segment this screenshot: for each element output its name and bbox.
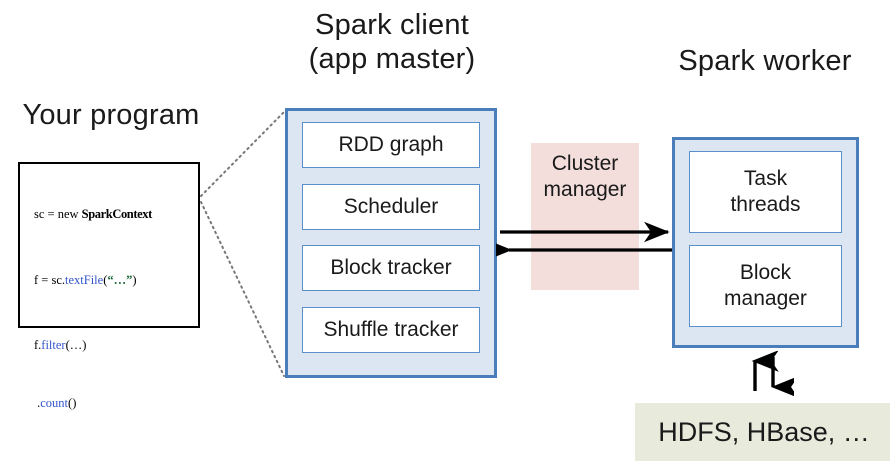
- client-component-rdd-graph[interactable]: RDD graph: [302, 122, 480, 168]
- worker-storage-arrows: [751, 351, 794, 398]
- your-program-heading: Your program: [22, 99, 200, 131]
- your-program-code: sc = new SparkContext f = sc.textFile(“……: [34, 182, 194, 469]
- code-line-1-prefix: sc = new: [34, 207, 82, 222]
- code-method-filter: filter: [41, 338, 66, 352]
- client-component-block-tracker[interactable]: Block tracker: [302, 245, 480, 291]
- code-string-arg: “…”: [107, 272, 133, 287]
- worker-component-task-threads[interactable]: Task threads: [689, 151, 842, 233]
- code-method-count: count: [40, 396, 69, 411]
- client-component-shuffle-tracker[interactable]: Shuffle tracker: [302, 307, 480, 353]
- code-line-4: .count(): [34, 397, 194, 423]
- code-line-2-open-paren: (: [103, 272, 108, 287]
- code-line-2-prefix: f = sc.: [34, 272, 65, 287]
- connector-line-bottom: [200, 201, 285, 377]
- spark-client-heading-line2: (app master): [308, 43, 476, 76]
- code-line-3: f.filter(…): [34, 338, 194, 358]
- cluster-manager-box: Cluster manager: [531, 143, 639, 290]
- code-line-2-close-paren: ): [132, 272, 137, 287]
- spark-worker-box: Task threads Block manager: [672, 137, 859, 348]
- code-line-4-prefix: .: [34, 396, 41, 411]
- storage-label: HDFS, HBase, …: [658, 416, 870, 447]
- code-class-sparkcontext: SparkContext: [81, 207, 153, 222]
- cluster-manager-label: Cluster manager: [543, 152, 627, 202]
- storage-box: HDFS, HBase, …: [635, 403, 890, 461]
- code-method-textfile: textFile: [65, 272, 104, 287]
- spark-client-heading: Spark client(app master): [282, 8, 502, 76]
- worker-component-block-manager[interactable]: Block manager: [689, 245, 842, 327]
- your-program-code-box: sc = new SparkContext f = sc.textFile(“……: [18, 162, 200, 469]
- code-line-1: sc = new SparkContext: [34, 208, 194, 234]
- spark-client-box: RDD graph Scheduler Block tracker Shuffl…: [285, 108, 497, 378]
- code-line-5: …: [34, 461, 47, 469]
- code-line-4-args: (): [68, 396, 77, 411]
- spark-client-heading-line1: Spark client: [315, 9, 469, 41]
- code-line-2: f = sc.textFile(“…”): [34, 272, 194, 300]
- client-component-scheduler[interactable]: Scheduler: [302, 184, 480, 230]
- spark-worker-heading: Spark worker: [678, 45, 852, 77]
- code-line-3-prefix: f.: [34, 338, 42, 352]
- code-line-3-args: (…): [65, 338, 87, 352]
